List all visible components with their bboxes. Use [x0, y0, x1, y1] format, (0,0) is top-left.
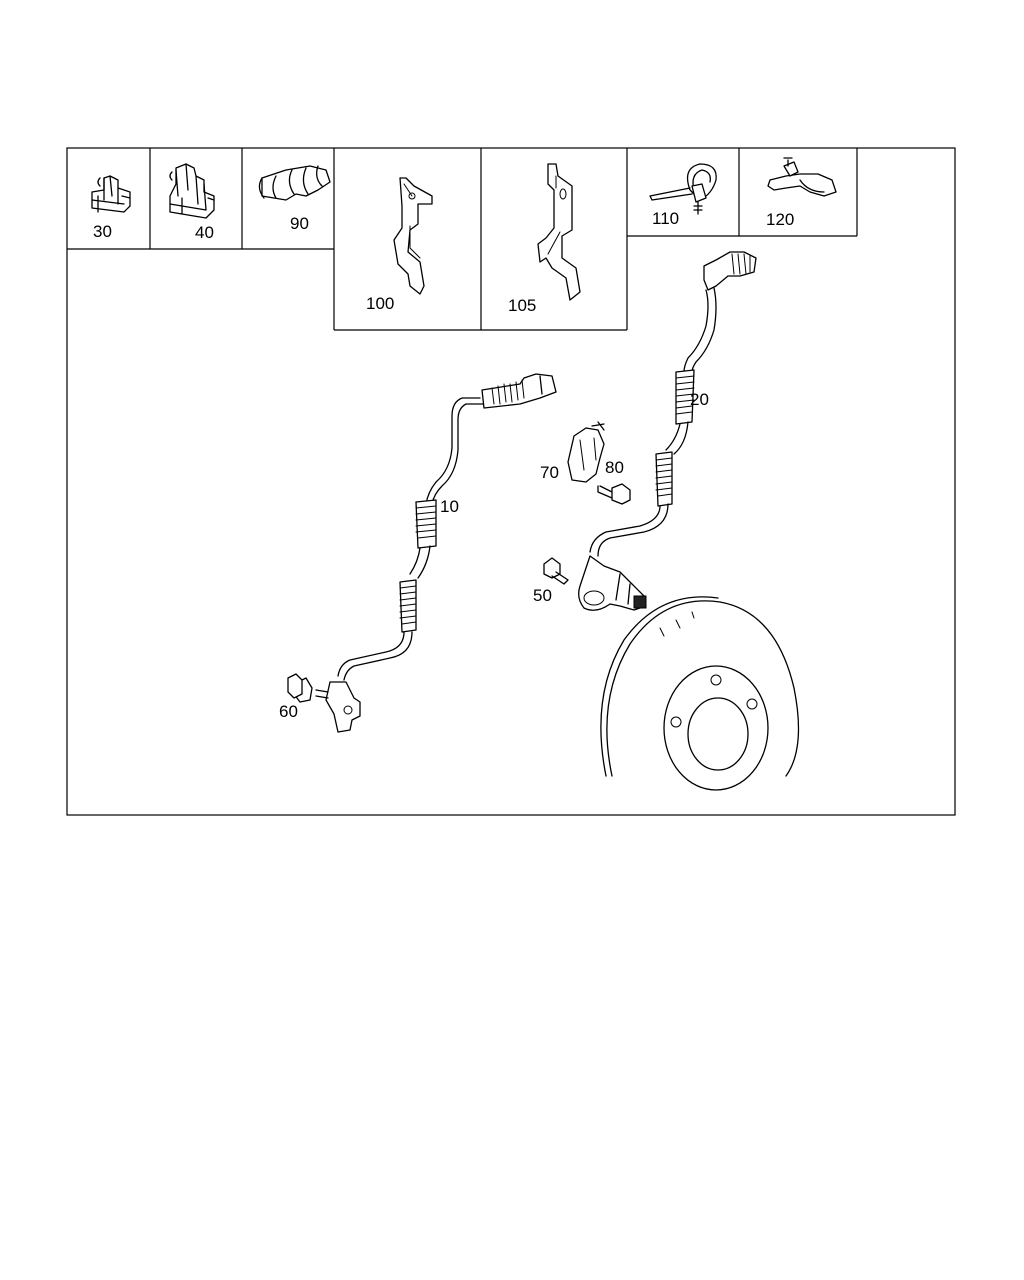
- label-110: 110: [652, 209, 679, 228]
- label-100: 100: [366, 294, 394, 313]
- clip-30-icon[interactable]: 30: [91, 175, 131, 241]
- bolt-80-icon[interactable]: 80: [597, 458, 631, 505]
- label-50: 50: [533, 586, 552, 605]
- holder-90-icon[interactable]: 90: [258, 165, 331, 233]
- bolt-50-icon[interactable]: 50: [533, 557, 569, 605]
- sensor-holder-70-icon[interactable]: 70: [540, 421, 605, 483]
- label-70: 70: [540, 463, 559, 482]
- abs-sensor-10-icon[interactable]: 10 60: [279, 373, 557, 733]
- diagram-frame: [66, 147, 956, 816]
- bolt-60-icon[interactable]: [287, 673, 303, 699]
- label-40: 40: [195, 223, 214, 242]
- label-10: 10: [440, 497, 459, 516]
- bracket-100-icon[interactable]: 100: [366, 177, 433, 313]
- cable-tie-110-icon[interactable]: 110: [649, 163, 717, 228]
- clip-40-icon[interactable]: 40: [169, 163, 215, 242]
- abs-sensor-20-icon[interactable]: 20: [578, 251, 757, 611]
- label-80: 80: [605, 458, 624, 477]
- brake-disc-icon: [600, 596, 800, 791]
- label-120: 120: [766, 210, 794, 229]
- label-30: 30: [93, 222, 112, 241]
- bracket-105-icon[interactable]: 105: [508, 163, 581, 315]
- clamp-120-icon[interactable]: 120: [766, 157, 837, 229]
- label-20: 20: [690, 390, 709, 409]
- label-60: 60: [279, 702, 298, 721]
- label-105: 105: [508, 296, 536, 315]
- label-90: 90: [290, 214, 309, 233]
